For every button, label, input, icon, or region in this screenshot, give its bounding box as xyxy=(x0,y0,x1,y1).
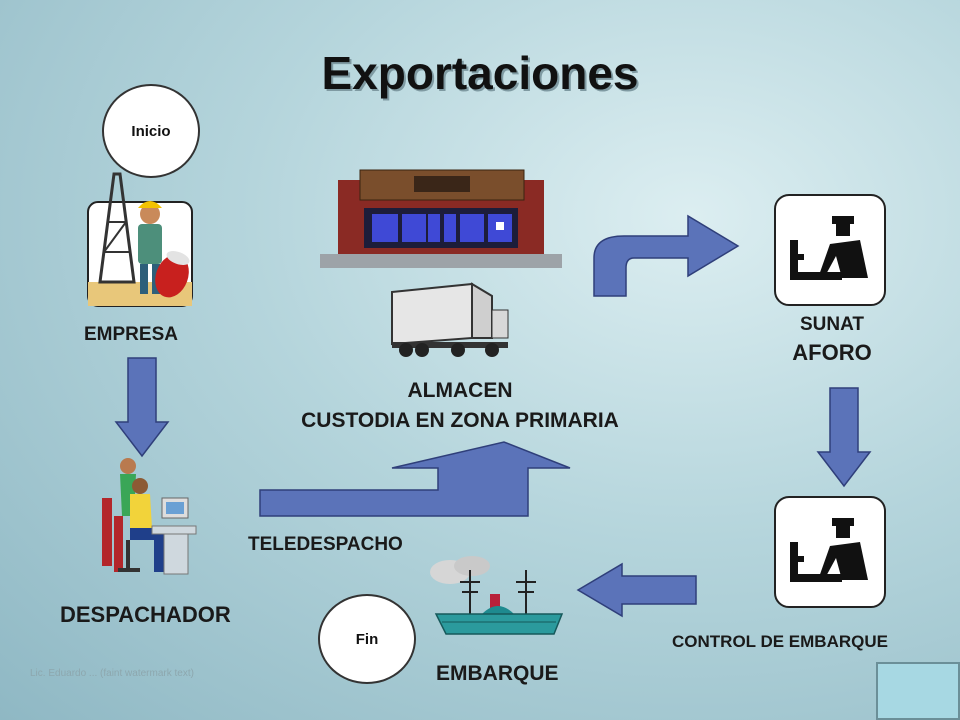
arrow-curved-right xyxy=(593,214,740,297)
arrow-left xyxy=(576,562,697,618)
office-workers-icon xyxy=(92,456,202,586)
warehouse-icon xyxy=(320,169,562,270)
truck-icon xyxy=(388,282,512,360)
sunat-title: SUNAT xyxy=(799,314,865,335)
embarque-label: EMBARQUE xyxy=(436,662,559,685)
arrow-down-right xyxy=(816,387,872,488)
almacen-title: ALMACEN xyxy=(407,379,513,402)
sunat-label: SUNAT AFORO xyxy=(762,314,902,366)
page-title: Exportaciones xyxy=(321,47,639,99)
teledespacho-label: TELEDESPACHO xyxy=(248,534,403,555)
ship-icon xyxy=(428,556,564,644)
almacen-label: ALMACEN CUSTODIA EN ZONA PRIMARIA xyxy=(260,376,660,436)
end-label: Fin xyxy=(355,630,379,648)
corner-box xyxy=(876,662,960,720)
worker-icon xyxy=(84,172,196,310)
customs-officer-icon xyxy=(774,194,886,306)
start-node: Inicio xyxy=(102,84,200,178)
almacen-subtitle: CUSTODIA EN ZONA PRIMARIA xyxy=(301,409,619,432)
customs-officer-icon xyxy=(774,496,886,608)
aforo-title: AFORO xyxy=(792,340,872,365)
despachador-label: DESPACHADOR xyxy=(60,602,231,627)
arrow-teledespacho xyxy=(259,441,571,517)
footer-watermark: Lic. Eduardo ... (faint watermark text) xyxy=(30,668,194,679)
control-embarque-label: CONTROL DE EMBARQUE xyxy=(672,632,888,651)
start-label: Inicio xyxy=(131,122,171,140)
end-node: Fin xyxy=(318,594,416,684)
empresa-label: EMPRESA xyxy=(84,324,178,345)
arrow-down-left xyxy=(114,357,170,458)
